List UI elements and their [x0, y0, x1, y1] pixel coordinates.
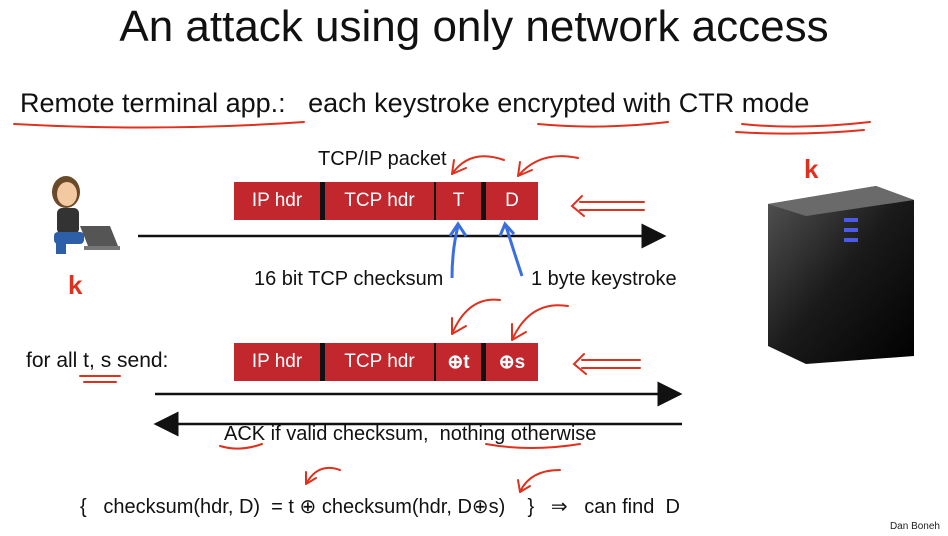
checksum-pointer [448, 221, 468, 279]
packet-field: IP hdr [251, 190, 303, 211]
send-label: for all t, s send: [26, 349, 169, 372]
packet-field: TCP hdr [344, 190, 415, 211]
server-icon [768, 186, 914, 364]
user-key: k [68, 270, 83, 300]
checksum-label: 16 bit TCP checksum [254, 268, 444, 290]
server-key: k [804, 154, 819, 184]
red-annotations [13, 121, 871, 493]
packet-field: T [452, 190, 465, 211]
keystroke-label: 1 byte keystroke [531, 268, 677, 290]
formula: { checksum(hdr, D) = t ⊕ checksum(hdr, D… [80, 496, 680, 518]
packet-field: ⊕s [498, 351, 526, 373]
user-figure [40, 168, 120, 258]
ack-label: ACK if valid checksum, nothing otherwise [224, 423, 597, 445]
packet-top: IP hdr TCP hdr T D [234, 182, 538, 220]
packet-bottom: IP hdr TCP hdr ⊕t ⊕s [234, 343, 538, 381]
keystroke-pointer [498, 221, 524, 277]
slide-title: An attack using only network access [119, 2, 829, 51]
author-credit: Dan Boneh [889, 521, 940, 532]
packet-field: TCP hdr [344, 351, 415, 372]
user-icon [52, 176, 120, 254]
packet-field: IP hdr [251, 351, 303, 372]
server-figure [766, 186, 916, 366]
packet-field: ⊕t [447, 351, 470, 373]
packet-caption: TCP/IP packet [318, 148, 447, 170]
slide-subtitle: Remote terminal app.: each keystroke enc… [20, 88, 810, 118]
packet-field: D [505, 190, 519, 211]
